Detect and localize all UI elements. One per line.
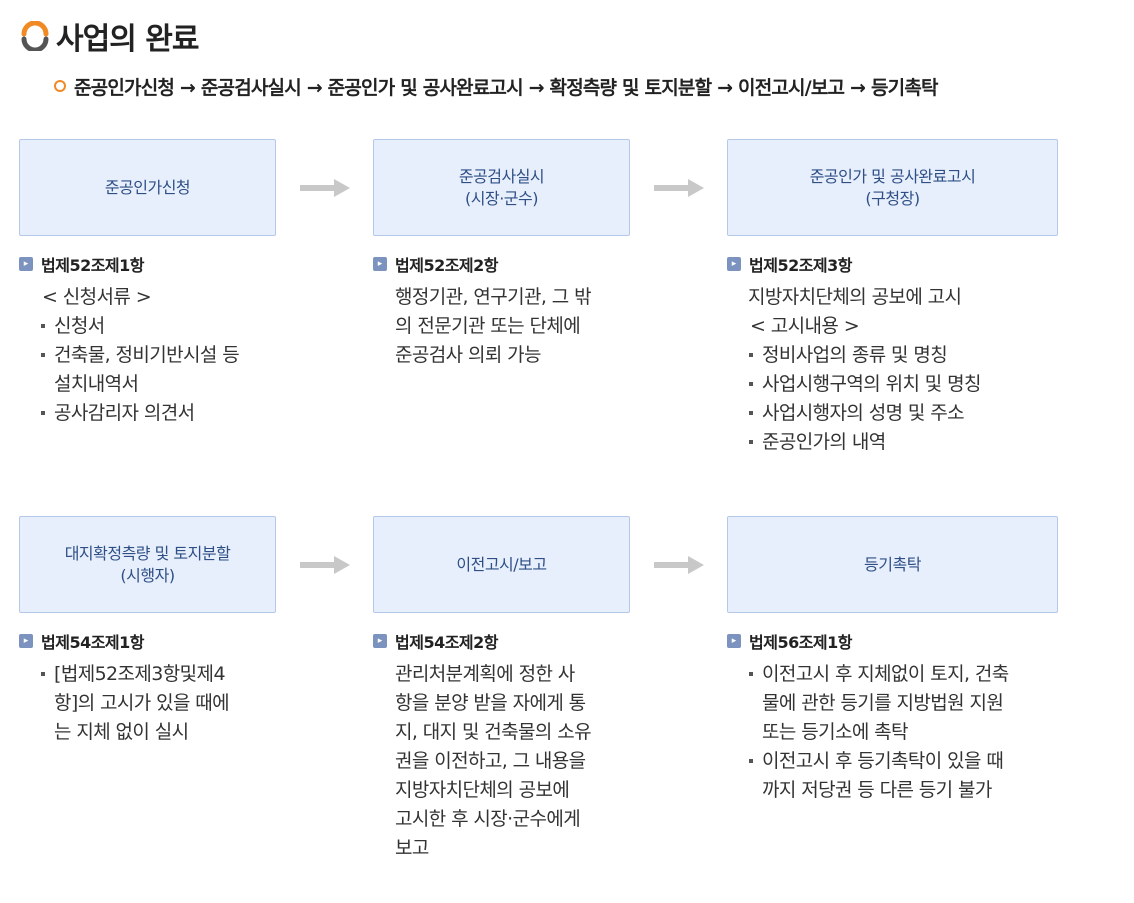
- desc-line: 지방자치단체의 공보에: [395, 779, 570, 801]
- flow-arrow-icon: [654, 556, 704, 574]
- law-text-1: 법제52조제1항: [41, 256, 145, 275]
- step-box-2-line-2: (시장·군수): [465, 188, 538, 208]
- desc-line: 준공인가의 내역: [748, 428, 1068, 457]
- step-box-1: 준공인가신청: [19, 139, 276, 236]
- law-label-3: ▸ 법제52조제3항: [727, 252, 853, 276]
- desc-line: 항]의 고시가 있을 때에: [54, 692, 230, 714]
- title-ring-icon: [21, 21, 49, 51]
- law-marker-icon: ▸: [19, 634, 33, 648]
- law-label-5: ▸ 법제54조제2항: [373, 629, 499, 653]
- law-marker-icon: ▸: [727, 634, 741, 648]
- desc-line: 고시한 후 시장·군수에게: [395, 808, 581, 830]
- step-box-4-line-2: (시행자): [120, 565, 175, 585]
- desc-line: < 고시내용 >: [750, 315, 860, 337]
- desc-line: 보고: [395, 837, 429, 859]
- desc-line: 이전고시 후 등기촉탁이 있을 때: [748, 747, 1088, 776]
- flow-arrow-icon: [300, 179, 350, 197]
- flow-summary: 준공인가신청 → 준공검사실시 → 준공인가 및 공사완료고시 → 확정측량 및…: [54, 72, 939, 100]
- desc-line: 사업시행자의 성명 및 주소: [748, 399, 1068, 428]
- step-box-4: 대지확정측량 및 토지분할 (시행자): [19, 516, 276, 613]
- flow-arrow-icon: [654, 179, 704, 197]
- desc-4: [법제52조제3항및제4 항]의 고시가 있을 때에 는 지체 없이 실시: [40, 660, 290, 747]
- step-box-4-line-1: 대지확정측량 및 토지분할: [64, 543, 231, 563]
- desc-line: 항을 분양 받을 자에게 통: [395, 692, 586, 714]
- step-box-3-line-1: 준공인가 및 공사완료고시: [809, 166, 976, 186]
- page-title: 사업의 완료: [56, 22, 199, 57]
- desc-line: 행정기관, 연구기관, 그 밖: [395, 286, 592, 308]
- law-label-6: ▸ 법제56조제1항: [727, 629, 853, 653]
- step-box-3: 준공인가 및 공사완료고시 (구청장): [727, 139, 1058, 236]
- law-text-3: 법제52조제3항: [749, 256, 853, 275]
- desc-line: 는 지체 없이 실시: [54, 721, 189, 743]
- desc-line: 지, 대지 및 건축물의 소유: [395, 721, 592, 743]
- desc-line: 건축물, 정비기반시설 등: [40, 341, 290, 370]
- step-box-1-line-1: 준공인가신청: [104, 177, 191, 197]
- law-marker-icon: ▸: [373, 634, 387, 648]
- desc-line: 관리처분계획에 정한 사: [395, 663, 575, 685]
- step-box-5: 이전고시/보고: [373, 516, 630, 613]
- desc-1: < 신청서류 > 신청서 건축물, 정비기반시설 등 설치내역서 공사감리자 의…: [40, 283, 290, 428]
- flow-summary-text: 준공인가신청 → 준공검사실시 → 준공인가 및 공사완료고시 → 확정측량 및…: [74, 76, 939, 99]
- law-text-5: 법제54조제2항: [395, 633, 499, 652]
- law-label-2: ▸ 법제52조제2항: [373, 252, 499, 276]
- law-text-4: 법제54조제1항: [41, 633, 145, 652]
- desc-line: 까지 저당권 등 다른 등기 불가: [762, 779, 992, 801]
- step-box-5-line-1: 이전고시/보고: [456, 554, 547, 574]
- summary-bullet-icon: [54, 80, 66, 92]
- law-marker-icon: ▸: [19, 257, 33, 271]
- step-box-6: 등기촉탁: [727, 516, 1058, 613]
- desc-line: 이전고시 후 지체없이 토지, 건축: [748, 660, 1088, 689]
- step-box-2: 준공검사실시 (시장·군수): [373, 139, 630, 236]
- desc-line: 준공검사 의뢰 가능: [395, 344, 542, 366]
- step-box-6-line-1: 등기촉탁: [864, 554, 921, 574]
- title-row: 사업의 완료: [20, 16, 199, 57]
- desc-5: 관리처분계획에 정한 사 항을 분양 받을 자에게 통 지, 대지 및 건축물의…: [395, 660, 645, 863]
- desc-3: 지방자치단체의 공보에 고시 < 고시내용 > 정비사업의 종류 및 명칭 사업…: [748, 283, 1068, 457]
- desc-line: 또는 등기소에 촉탁: [762, 721, 909, 743]
- desc-line: 권을 이전하고, 그 내용을: [395, 750, 586, 772]
- desc-line: 사업시행구역의 위치 및 명칭: [748, 370, 1068, 399]
- law-label-4: ▸ 법제54조제1항: [19, 629, 145, 653]
- desc-line: 물에 관한 등기를 지방법원 지원: [762, 692, 1004, 714]
- desc-line: 지방자치단체의 공보에 고시: [748, 286, 962, 308]
- desc-6: 이전고시 후 지체없이 토지, 건축 물에 관한 등기를 지방법원 지원 또는 …: [748, 660, 1088, 805]
- desc-line: 정비사업의 종류 및 명칭: [748, 341, 1068, 370]
- desc-line: 공사감리자 의견서: [40, 399, 290, 428]
- law-text-6: 법제56조제1항: [749, 633, 853, 652]
- desc-line: < 신청서류 >: [42, 286, 152, 308]
- desc-line: [법제52조제3항및제4: [40, 660, 290, 689]
- law-marker-icon: ▸: [727, 257, 741, 271]
- law-text-2: 법제52조제2항: [395, 256, 499, 275]
- desc-line: 설치내역서: [54, 373, 139, 395]
- desc-line: 의 전문기관 또는 단체에: [395, 315, 581, 337]
- desc-line: 신청서: [40, 312, 290, 341]
- step-box-3-line-2: (구청장): [865, 188, 920, 208]
- flow-arrow-icon: [300, 556, 350, 574]
- law-marker-icon: ▸: [373, 257, 387, 271]
- desc-2: 행정기관, 연구기관, 그 밖 의 전문기관 또는 단체에 준공검사 의뢰 가능: [395, 283, 645, 370]
- step-box-2-line-1: 준공검사실시: [458, 166, 545, 186]
- law-label-1: ▸ 법제52조제1항: [19, 252, 145, 276]
